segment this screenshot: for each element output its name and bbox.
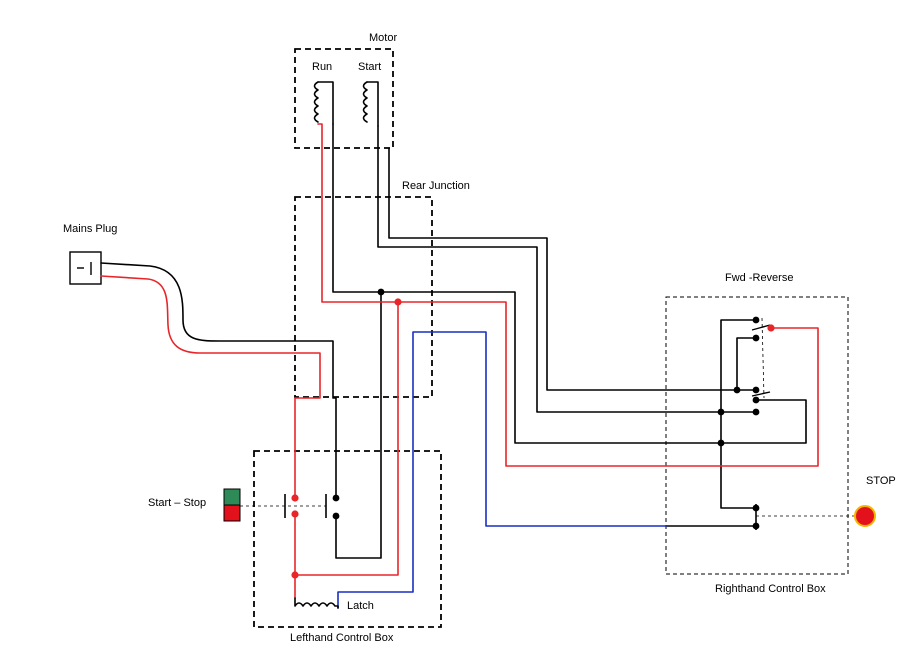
lefthand-control-box <box>253 450 442 628</box>
start-winding-coil <box>362 81 368 123</box>
terminal-dot <box>752 504 760 512</box>
lefthand-box-label: Lefthand Control Box <box>290 632 394 644</box>
run-winding-return-wire <box>332 123 807 444</box>
terminal-dot <box>717 408 725 416</box>
rear-junction-label: Rear Junction <box>402 180 470 192</box>
terminal-dot-red <box>767 324 775 332</box>
run-winding-coil <box>313 81 319 123</box>
red-terminals <box>291 298 775 579</box>
terminal-dot-red <box>394 298 402 306</box>
latch-label: Latch <box>347 600 374 612</box>
junction-to-start-stop-wire <box>335 291 382 559</box>
start-winding-outer-wire <box>388 147 757 391</box>
terminal-dot <box>752 386 760 394</box>
fwd-reverse-to-stop-wire <box>720 442 757 509</box>
stop-button-icon <box>854 505 876 527</box>
rear-junction-box <box>294 196 433 398</box>
terminal-dot-red <box>291 571 299 579</box>
terminal-dot <box>752 522 760 530</box>
start-winding-label: Start <box>358 61 381 73</box>
terminal-dot <box>377 288 385 296</box>
run-winding-top <box>317 81 334 125</box>
start-winding-top <box>366 81 379 127</box>
righthand-control-box <box>665 296 849 575</box>
black-terminals <box>332 288 760 530</box>
latch-coil <box>294 597 339 609</box>
terminal-dot <box>752 316 760 324</box>
fwd-reverse-label: Fwd -Reverse <box>725 272 793 284</box>
start-winding-wire <box>377 125 757 413</box>
terminal-dot <box>752 334 760 342</box>
stop-label: STOP <box>866 475 896 487</box>
terminal-dot <box>752 396 760 404</box>
terminal-dot-red <box>291 494 299 502</box>
fwd-reverse-contact-lower <box>751 391 771 397</box>
start-stop-label: Start – Stop <box>148 497 206 509</box>
run-winding-label: Run <box>312 61 332 73</box>
fwd-reverse-contact-upper <box>751 324 771 331</box>
latch-signal-wire <box>337 331 667 609</box>
fwd-reverse-bridge-upper <box>720 319 757 413</box>
terminal-dot <box>733 386 741 394</box>
mains-live-wire <box>100 275 321 499</box>
run-winding-live-wire <box>317 123 819 467</box>
terminal-dot <box>332 512 340 520</box>
motor-label: Motor <box>369 32 397 44</box>
mains-plug-icon <box>69 251 102 285</box>
terminal-dot <box>717 439 725 447</box>
terminal-dot-red <box>291 510 299 518</box>
fwd-reverse-bridge-inner <box>736 337 757 391</box>
terminal-dot <box>752 408 760 416</box>
latch-feed-wire <box>294 301 399 576</box>
start-button <box>223 488 241 506</box>
mains-plug-label: Mains Plug <box>63 223 117 235</box>
mains-neutral-wire <box>100 262 337 499</box>
stop-button-red <box>223 504 241 522</box>
motor-box <box>294 48 394 149</box>
terminal-dot <box>332 494 340 502</box>
righthand-box-label: Righthand Control Box <box>715 583 826 595</box>
fwd-reverse-actuator-line <box>761 317 765 399</box>
